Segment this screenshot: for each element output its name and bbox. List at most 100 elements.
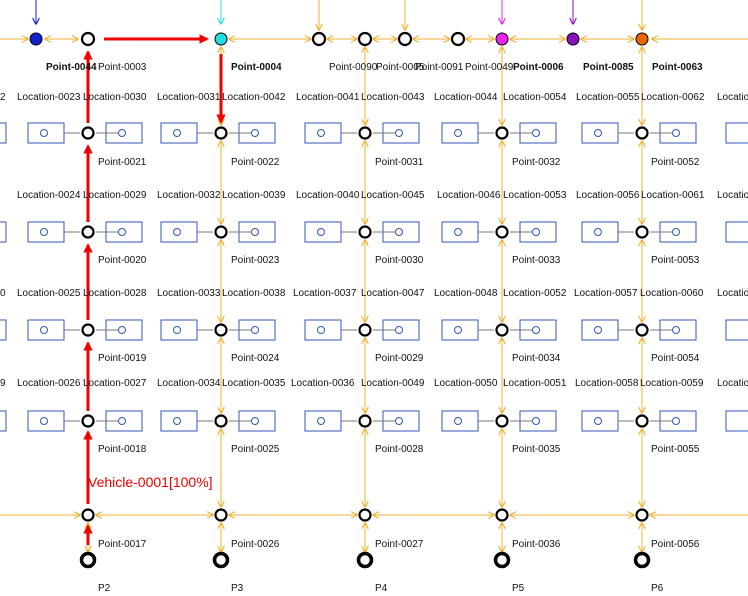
location-label: Location-0043: [361, 92, 425, 103]
location-box: [581, 122, 619, 144]
location-marker: [672, 129, 680, 137]
location-box: [441, 221, 479, 243]
grid-point: [81, 414, 95, 428]
point-label-0030: Point-0030: [375, 255, 424, 266]
grid-point: [495, 414, 509, 428]
location-labels: 2 Location-0023 Location-0030 Location-0…: [0, 92, 748, 389]
point-label-0044: Point-0044: [46, 62, 97, 73]
grid-point: [635, 508, 649, 522]
path-layer: [0, 0, 748, 552]
location-box: [725, 410, 748, 432]
location-label: Location-0031: [157, 92, 221, 103]
route-layer: [83, 34, 226, 545]
point-label-0017: Point-0017: [98, 539, 147, 550]
location-label: Location-0049: [361, 378, 425, 389]
grid-point: [495, 126, 509, 140]
grid-point: [635, 323, 649, 337]
location-label: Location-0053: [503, 190, 567, 201]
point-label-0063: Point-0063: [652, 62, 703, 73]
location-label: Location-0044: [434, 92, 498, 103]
point-label-0018: Point-0018: [98, 444, 147, 455]
location-marker: [40, 417, 48, 425]
location-label: Location-0024: [17, 190, 81, 201]
location-marker: [594, 417, 602, 425]
point-label-0052: Point-0052: [651, 157, 700, 168]
location-label: Location-0036: [291, 378, 355, 389]
location-box: [160, 221, 198, 243]
location-marker: [395, 129, 403, 137]
location-label: Location-0057: [574, 288, 638, 299]
location-label: Location-0042: [222, 92, 286, 103]
point-layer: [29, 31, 651, 569]
location-label: Location-0037: [293, 288, 357, 299]
parking-position: [493, 551, 511, 569]
vehicle-label[interactable]: Vehicle-0001[100%]: [88, 474, 213, 490]
location-label: Location-0032: [157, 190, 221, 201]
location-label: Location-0058: [575, 378, 639, 389]
location-label: 2: [0, 92, 6, 103]
parking-label-p4: P4: [375, 583, 388, 594]
point-label-0053: Point-0053: [651, 255, 700, 266]
point-label-0090: Point-0090: [329, 62, 378, 73]
location-marker: [317, 228, 325, 236]
location-marker: [173, 326, 181, 334]
grid-point: [635, 414, 649, 428]
location-marker: [40, 326, 48, 334]
point-label-0035: Point-0035: [512, 444, 561, 455]
location-marker: [118, 228, 126, 236]
point-label-0029: Point-0029: [375, 353, 424, 364]
location-marker: [454, 417, 462, 425]
location-box: [160, 410, 198, 432]
location-label: Location-0040: [296, 190, 360, 201]
location-label: Location-0055: [576, 92, 640, 103]
grid-point: [358, 323, 372, 337]
location-label: Location-0047: [361, 288, 425, 299]
location-label: Location-0023: [17, 92, 81, 103]
location-marker: [594, 228, 602, 236]
grid-point: [81, 225, 95, 239]
location-box: [160, 122, 198, 144]
location-marker: [173, 417, 181, 425]
grid-point: [358, 225, 372, 239]
point-label-0005: Point-0005: [376, 62, 425, 73]
grid-point-labels: Point-0021 Point-0022 Point-0031 Point-0…: [98, 157, 700, 550]
location-label: Location-0026: [17, 378, 81, 389]
location-marker: [395, 228, 403, 236]
location-marker: [173, 228, 181, 236]
location-box: [304, 221, 342, 243]
point-label-0025: Point-0025: [231, 444, 280, 455]
point-label-0031: Point-0031: [375, 157, 424, 168]
location-label: Location-0039: [222, 190, 286, 201]
location-marker: [395, 417, 403, 425]
location-marker: [118, 326, 126, 334]
location-marker: [317, 417, 325, 425]
grid-point: [214, 414, 228, 428]
location-label: Location: [717, 92, 748, 103]
point-p0085: [566, 32, 580, 46]
grid-point: [495, 225, 509, 239]
point-label-0006: Point-0006: [513, 62, 564, 73]
location-label: Location-0035: [222, 378, 286, 389]
point-label-0034: Point-0034: [512, 353, 561, 364]
point-p0004: [214, 32, 228, 46]
parking-position: [212, 551, 230, 569]
top-point-labels: Point-0044 Point-0003 Point-0004 Point-0…: [46, 62, 703, 73]
point-label-0026: Point-0026: [231, 539, 280, 550]
grid-point: [358, 414, 372, 428]
location-label: Location: [717, 378, 748, 389]
location-box: [304, 319, 342, 341]
parking-label-p5: P5: [512, 583, 525, 594]
parking-position: [79, 551, 97, 569]
location-label: Location-0034: [157, 378, 221, 389]
location-marker: [532, 228, 540, 236]
grid-point: [495, 508, 509, 522]
point-label-0021: Point-0021: [98, 157, 147, 168]
parking-position: [633, 551, 651, 569]
location-label: Location-0061: [641, 190, 705, 201]
point-label-0028: Point-0028: [375, 444, 424, 455]
parking-label-p6: P6: [651, 583, 664, 594]
grid-point: [81, 126, 95, 140]
point-p0005: [357, 31, 373, 47]
point-label-0049: Point-0049: [465, 62, 514, 73]
location-label: Location-0038: [222, 288, 286, 299]
